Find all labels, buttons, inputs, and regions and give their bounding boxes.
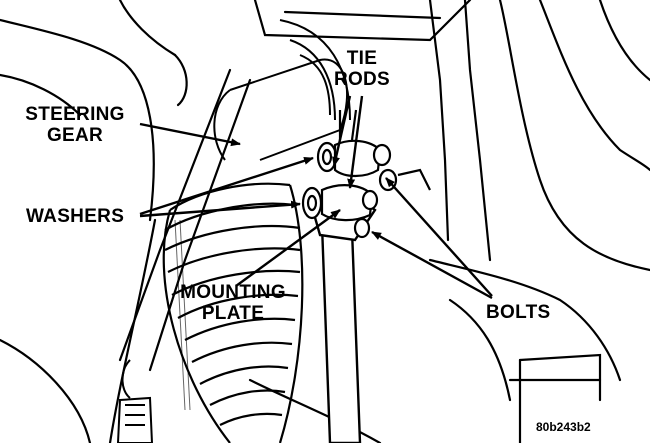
figure-id: 80b243b2 [536,420,591,434]
label-steering-gear: STEERING GEAR [14,104,136,146]
label-tie-rods-line2: RODS [333,69,391,90]
label-mounting-plate: MOUNTING PLATE [162,282,304,324]
washers-arrow-1 [139,156,314,216]
label-mounting-plate-line1: MOUNTING [180,282,286,303]
washers-arrow-2 [139,200,301,218]
label-steering-gear-line1: STEERING [25,104,125,125]
label-tie-rods: TIE RODS [322,48,402,90]
leader-arrows [139,95,493,300]
label-steering-gear-line2: GEAR [46,125,104,146]
tie-rods-arrow-2 [347,95,364,189]
label-mounting-plate-line2: PLATE [201,303,265,324]
boot-shading [174,219,191,411]
steering-gear-arrow [139,122,241,147]
hose-fitting [116,359,154,443]
bolts-arrow-1 [385,177,493,297]
lower-boot-ribs [162,182,304,443]
mounting-plate-arrow [235,209,341,287]
label-bolts: BOLTS [486,302,551,323]
steering-gear-boot [213,19,351,161]
bolts-arrow-2 [371,230,493,300]
label-washers: WASHERS [26,206,125,227]
label-tie-rods-line1: TIE [346,48,378,69]
tie-rods-arrow-1 [332,95,352,167]
